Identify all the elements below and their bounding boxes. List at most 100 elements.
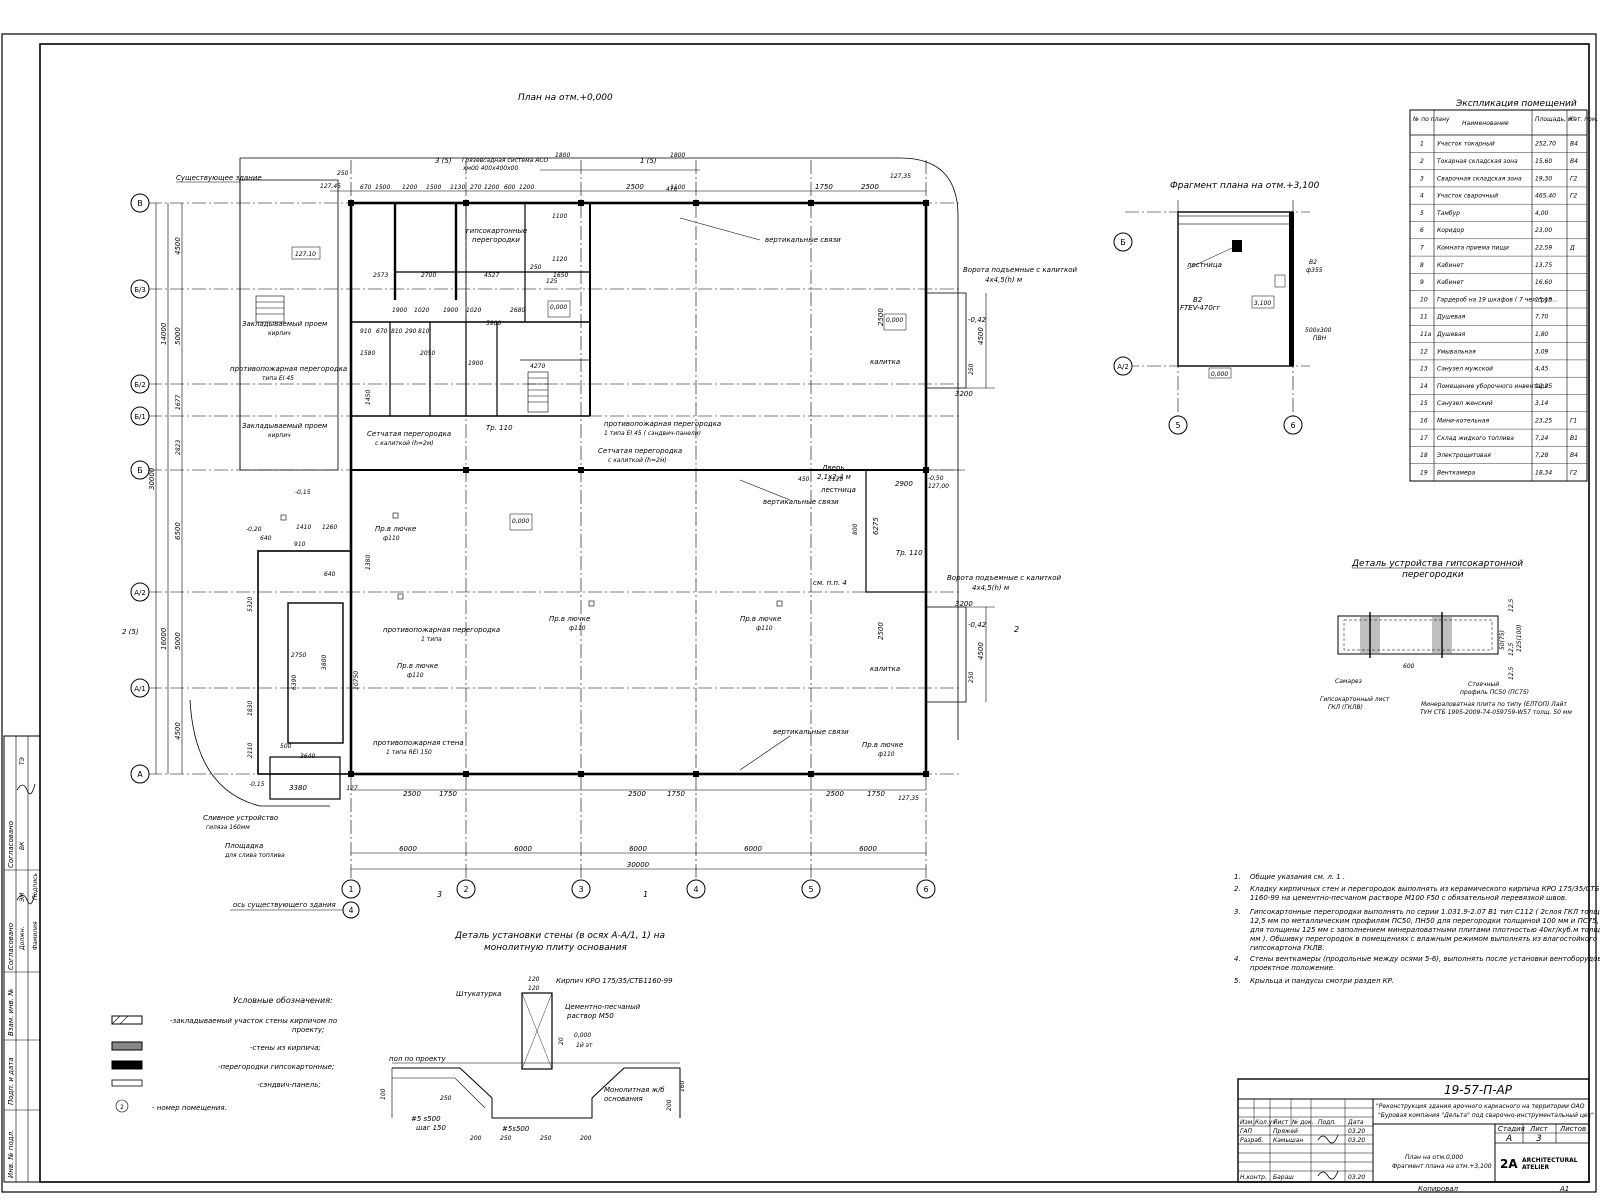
hatch-label: Пр.в лючке <box>862 741 903 749</box>
col-head: Кол.уч <box>1255 1119 1276 1126</box>
dim: 3640 <box>300 753 315 760</box>
dim: 6000 <box>399 845 417 853</box>
table-cell: 4,00 <box>1535 210 1549 217</box>
fragment-ladder: лестница <box>1186 261 1222 269</box>
table-cell: 4,45 <box>1535 366 1549 373</box>
dim: 30000 <box>148 467 156 490</box>
existing-building-label: Существующее здание <box>176 174 262 182</box>
col-head: № док. <box>1291 1119 1314 1126</box>
left-dimensions <box>155 203 183 774</box>
table-cell: Душевая <box>1436 314 1466 321</box>
dim: 910 <box>360 328 372 335</box>
dim: 1830 <box>247 701 254 716</box>
opening-label: Закладываемый проем <box>242 422 328 430</box>
table-cell: 7 <box>1420 244 1424 251</box>
dim: 5000 <box>174 632 182 650</box>
dim: 12,5 <box>1508 642 1515 656</box>
cut-mark: 1 <box>643 890 648 899</box>
legend-item: -перегородки гипсокартонные; <box>218 1063 334 1071</box>
table-cell: 6 <box>1420 227 1424 234</box>
legend-item: проекту; <box>292 1026 324 1034</box>
tr-label: Тр. 110 <box>486 424 513 432</box>
stamp-label: Согласовано <box>7 923 15 970</box>
fire-partition-label: 1 типа <box>421 636 442 643</box>
fan-label: FTEV-470гг <box>1180 304 1220 312</box>
table-cell: 252,70 <box>1535 141 1556 148</box>
dim: 2700 <box>421 272 436 279</box>
dim: 50(75) <box>1499 630 1506 650</box>
axis-label: 1 <box>348 885 353 894</box>
axis-bubble <box>916 879 936 899</box>
building-walls <box>239 158 967 800</box>
dim: 600 <box>1403 663 1415 670</box>
stamp-label: Подп. и дата <box>7 1057 15 1105</box>
table-cell: 4 <box>1420 193 1424 200</box>
table-cell: Токарная складская зона <box>1437 158 1518 165</box>
stamp-role: ТЭ <box>19 756 26 765</box>
table-cell: 16,60 <box>1535 279 1552 286</box>
level-mark: -0,15 <box>295 489 311 496</box>
note-4: Стены венткамеры (продольные между осями… <box>1250 955 1600 972</box>
axis-bubble <box>130 460 150 480</box>
dim: 2823 <box>175 440 182 455</box>
section-mark: 2 (5) <box>122 628 139 636</box>
column-axis-bubbles: 1 2 3 4 5 6 4 ось существующего здания <box>230 879 936 919</box>
table-cell: 9 <box>1420 279 1424 286</box>
signature <box>1317 1170 1339 1180</box>
level-mark: 127,10 <box>295 251 316 258</box>
tb-date: 03.20 <box>1348 1174 1365 1181</box>
sheet-title: Фрагмент плана на отм.+3,100 <box>1392 1163 1492 1170</box>
axis-bubble <box>130 193 150 213</box>
wall-label: шаг 150 <box>416 1124 447 1132</box>
table-cell: Санузел мужской <box>1437 366 1493 373</box>
signature <box>1317 1134 1339 1144</box>
fragment-title: Фрагмент плана на отм.+3,100 <box>1170 181 1320 191</box>
table-cell: Кабинет <box>1437 279 1464 286</box>
table-cell: 7,28 <box>1535 452 1549 459</box>
dim: 670 <box>360 184 372 191</box>
dim: 1100 <box>670 184 685 191</box>
dim: 1900 <box>443 307 458 314</box>
stamp-role: ЭМ <box>19 892 26 903</box>
table-cell: В1 <box>1570 435 1578 442</box>
dim: 1500 <box>375 184 390 191</box>
dim: 2500 <box>826 790 844 798</box>
table-cell: 18,34 <box>1535 469 1552 476</box>
dim: 6390 <box>291 675 298 690</box>
axis-label: 4 <box>693 885 698 894</box>
note-num: 1. <box>1234 873 1241 881</box>
dim: 3200 <box>955 390 973 398</box>
dim: 2900 <box>895 480 913 488</box>
dim: 1800 <box>670 152 685 159</box>
tb-head: Лист <box>1529 1125 1549 1133</box>
dim: 200 <box>666 1099 673 1111</box>
axis-bubble <box>130 374 150 394</box>
dim: 2110 <box>247 743 254 758</box>
dim: 250 <box>540 1135 552 1142</box>
level-mark: 0,000 <box>1211 371 1228 378</box>
hatch-dia: ф110 <box>407 672 424 679</box>
axis-bubble <box>571 879 591 899</box>
axis-bubble <box>130 764 150 784</box>
dim: 1260 <box>322 524 337 531</box>
note-num: 5. <box>1234 977 1241 985</box>
dim: 6500 <box>174 522 182 540</box>
dim: 2120 <box>828 476 843 483</box>
gate-size: 4х4,5(h) м <box>972 584 1010 592</box>
tb-head: Стадия <box>1498 1125 1525 1133</box>
note-3: Гипсокартонные перегородки выполнять по … <box>1249 908 1600 952</box>
dim: 600 <box>504 184 516 191</box>
legend-title: Условные обозначения: <box>233 996 333 1005</box>
stamp-label: Взам. инв. № <box>7 988 15 1036</box>
dim: 250 <box>530 264 542 271</box>
legend-item: - номер помещения. <box>152 1104 227 1112</box>
dim: 2500 <box>877 622 885 640</box>
detail-label: Самарез <box>1335 678 1362 685</box>
axis-label: 6 <box>1290 421 1295 430</box>
table-cell: Помещение уборочного инвентаря <box>1437 383 1548 390</box>
